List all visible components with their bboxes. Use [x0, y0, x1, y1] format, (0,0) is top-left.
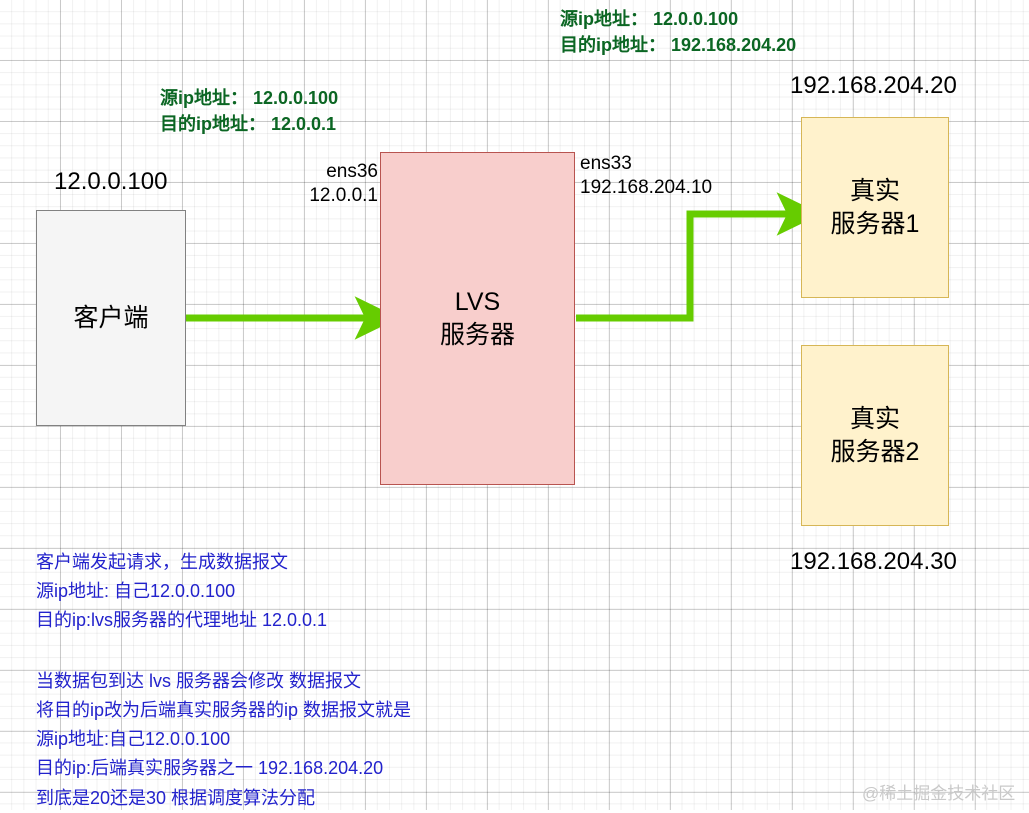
server2-ip-label: 192.168.204.30 [790, 548, 957, 575]
note-block-client-request: 客户端发起请求，生成数据报文 源ip地址: 自己12.0.0.100 目的ip:… [36, 548, 327, 635]
annotation-line-dest-ip: 目的ip地址： 192.168.204.20 [560, 35, 797, 56]
node-real-server-2-label-line1: 真实 [849, 404, 900, 433]
annotation-line-source-ip: 源ip地址： 12.0.0.100 [560, 9, 739, 29]
note-line: 源ip地址:自己12.0.0.100 [36, 729, 231, 750]
node-real-server-1-label-line2: 服务器1 [830, 209, 920, 238]
note-line: 源ip地址: 自己12.0.0.100 [36, 581, 236, 602]
node-client[interactable]: 客户端 [36, 210, 186, 426]
lvs-iface-ens33-label: ens33 192.168.204.10 [580, 152, 712, 200]
node-real-server-2[interactable]: 真实 服务器2 [801, 345, 949, 526]
node-real-server-1[interactable]: 真实 服务器1 [801, 117, 949, 298]
server1-ip-label: 192.168.204.20 [790, 72, 957, 99]
node-client-label: 客户端 [73, 303, 149, 332]
note-line: 目的ip:后端真实服务器之一 192.168.204.20 [36, 758, 384, 779]
note-line: 客户端发起请求，生成数据报文 [36, 552, 288, 572]
annotation-line-source-ip: 源ip地址： 12.0.0.100 [160, 88, 339, 108]
node-lvs-label-line1: LVS [454, 287, 501, 316]
note-block-lvs-rewrite: 当数据包到达 lvs 服务器会修改 数据报文 将目的ip改为后端真实服务器的ip… [36, 667, 411, 813]
note-line: 目的ip:lvs服务器的代理地址 12.0.0.1 [36, 610, 328, 631]
client-ip-label: 12.0.0.100 [54, 168, 168, 195]
node-real-server-2-label-line2: 服务器2 [830, 437, 920, 466]
lvs-iface-ens33-name: ens33 [580, 153, 632, 174]
lvs-iface-ens36-label: ens36 12.0.0.1 [306, 160, 378, 208]
note-line: 将目的ip改为后端真实服务器的ip 数据报文就是 [36, 700, 412, 721]
watermark: @稀土掘金技术社区 [862, 784, 1016, 803]
annotation-client-to-lvs-packet: 源ip地址： 12.0.0.100 目的ip地址： 12.0.0.1 [160, 85, 338, 137]
node-lvs-label-line2: 服务器 [439, 320, 515, 349]
note-line: 到底是20还是30 根据调度算法分配 [36, 787, 316, 808]
annotation-lvs-to-server-packet: 源ip地址： 12.0.0.100 目的ip地址： 192.168.204.20 [560, 6, 796, 58]
note-line: 当数据包到达 lvs 服务器会修改 数据报文 [36, 671, 362, 691]
lvs-iface-ens36-ip: 12.0.0.1 [309, 184, 378, 206]
annotation-line-dest-ip: 目的ip地址： 12.0.0.1 [160, 114, 337, 135]
arrow-lvs-to-server1 [576, 192, 822, 322]
lvs-iface-ens33-ip: 192.168.204.10 [580, 176, 713, 198]
node-real-server-1-label-line1: 真实 [849, 176, 900, 205]
node-lvs-server[interactable]: LVS 服务器 [380, 152, 575, 485]
lvs-iface-ens36-name: ens36 [326, 161, 378, 182]
